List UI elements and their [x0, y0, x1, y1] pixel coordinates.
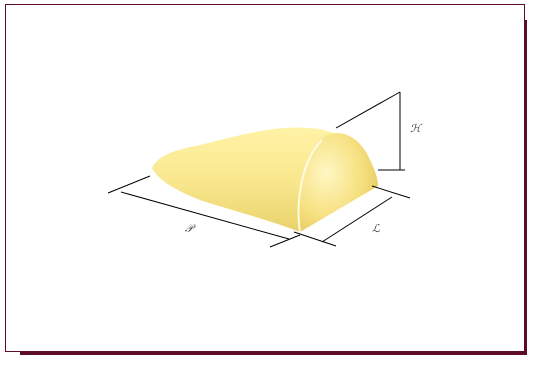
height-label: ℋ	[410, 122, 423, 135]
pillow-edge-highlight	[297, 139, 323, 233]
length-label: 𝒫	[185, 222, 196, 235]
pillow-end-face	[297, 133, 378, 232]
length-dimension	[107, 175, 301, 248]
height-dimension	[335, 91, 405, 171]
width-label: ℒ	[372, 222, 381, 235]
width-dimension	[293, 185, 411, 247]
